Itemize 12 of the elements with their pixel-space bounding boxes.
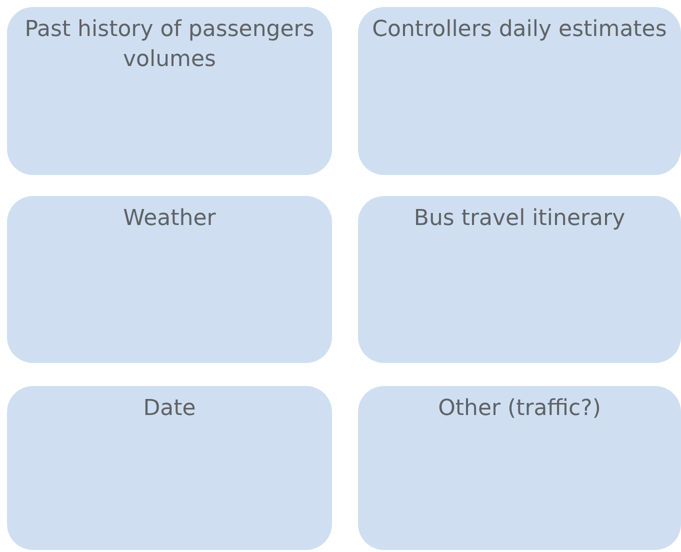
box-label: Past history of passengers volumes (24, 16, 316, 74)
box-label: Date (142, 395, 197, 423)
rounded-box (7, 196, 332, 363)
rounded-box (358, 386, 681, 550)
rounded-box (7, 7, 332, 175)
box-label: Bus travel itinerary (412, 205, 626, 233)
box-label: Weather (122, 205, 217, 233)
rounded-box (7, 386, 332, 550)
rounded-box (358, 196, 681, 363)
box-label: Other (traffic?) (437, 395, 602, 423)
rounded-box (358, 7, 681, 175)
box-label: Controllers daily estimates (371, 16, 668, 44)
